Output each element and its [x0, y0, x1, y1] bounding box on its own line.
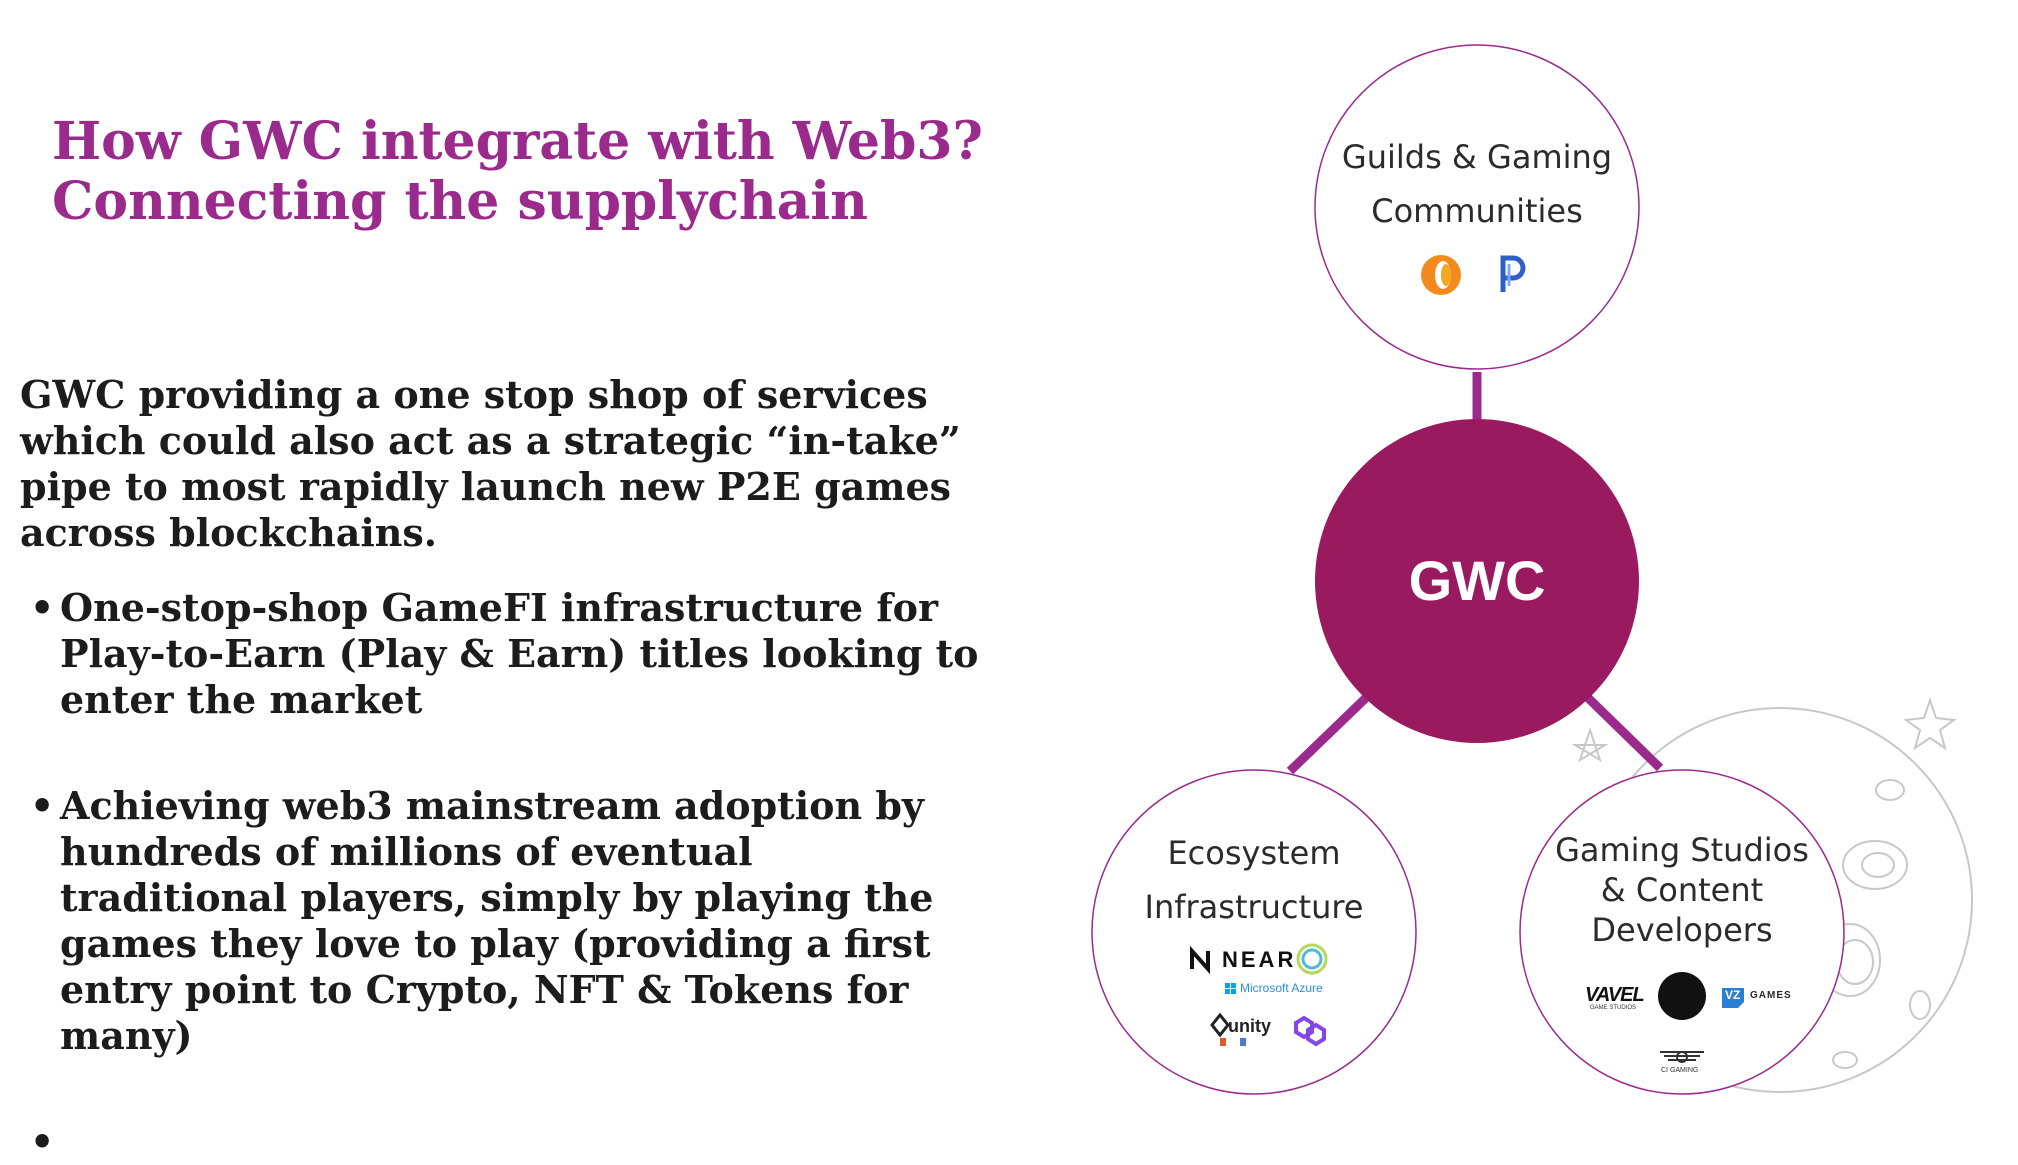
title-line-2: Connecting the supplychain: [52, 171, 868, 232]
celo-ring-logo: [1296, 943, 1328, 975]
vz-logo-text: VZ: [1725, 988, 1741, 1002]
bullet-text: Achieving web3 mainstream adoption by hu…: [60, 783, 934, 1058]
title-line-1: How GWC integrate with Web3?: [52, 111, 983, 172]
blue-p-logo: [1500, 255, 1526, 292]
ci-gaming-logo-text: CI GAMING: [1661, 1067, 1699, 1074]
vavel-logo-text: VAVEL: [1585, 984, 1645, 1006]
vz-logo-box: [1722, 988, 1744, 1008]
unity-logo-icon: [1210, 1012, 1246, 1046]
studios-label-line-1: Gaming Studios: [1555, 831, 1809, 869]
bullet-list: • One-stop-shop GameFI infrastructure fo…: [30, 585, 980, 1164]
azure-logo-text: Microsoft Azure: [1240, 981, 1323, 995]
gwc-center-label: GWC: [1408, 549, 1546, 612]
orange-guild-logo: [1421, 255, 1461, 295]
studios-node-circle: [1519, 769, 1845, 1095]
polygon-logo: [1294, 1015, 1326, 1047]
unity-logo-text: unity: [1228, 1016, 1271, 1036]
azure-windows-icon: [1225, 983, 1236, 994]
bullet-text: One-stop-shop GameFI infrastructure for …: [60, 585, 979, 722]
guilds-node-circle: [1314, 44, 1640, 370]
near-logo-icon: [1190, 945, 1210, 975]
infrastructure-node-label: Ecosystem Infrastructure: [1114, 826, 1394, 934]
infrastructure-label-line-2: Infrastructure: [1144, 888, 1364, 926]
studios-label-line-3: Developers: [1591, 911, 1773, 949]
guilds-label-line-2: Communities: [1371, 192, 1583, 230]
studios-node-label: Gaming Studios & Content Developers: [1532, 830, 1832, 950]
gwc-center-circle: [1315, 419, 1639, 743]
intro-paragraph: GWC providing a one stop shop of service…: [20, 372, 961, 555]
infrastructure-label-line-1: Ecosystem: [1167, 834, 1341, 872]
games-logo-text: GAMES: [1750, 990, 1792, 1001]
bullet-dot: •: [30, 585, 55, 630]
studios-label-line-2: & Content: [1600, 871, 1764, 909]
connector-lines: [1286, 372, 1664, 775]
near-logo-text: NEAR: [1222, 947, 1297, 972]
ci-gaming-wings-icon: [1660, 1051, 1704, 1063]
slide-title: How GWC integrate with Web3? Connecting …: [52, 112, 983, 232]
bullet-item: • Achieving web3 mainstream adoption by …: [30, 783, 980, 1059]
airbots-logo: [1658, 972, 1706, 1020]
vavel-sub-text: GAME STUDIOS: [1590, 1005, 1637, 1011]
guilds-label-line-1: Guilds & Gaming: [1341, 138, 1613, 176]
bullet-dot: •: [30, 1119, 55, 1164]
ecosystem-diagram: [1091, 44, 1973, 1095]
guilds-node-label: Guilds & Gaming Communities: [1337, 130, 1617, 238]
bullet-item: • One-stop-shop GameFI infrastructure fo…: [30, 585, 980, 723]
bullet-dot: •: [30, 783, 55, 828]
infrastructure-node-circle: [1091, 769, 1417, 1095]
